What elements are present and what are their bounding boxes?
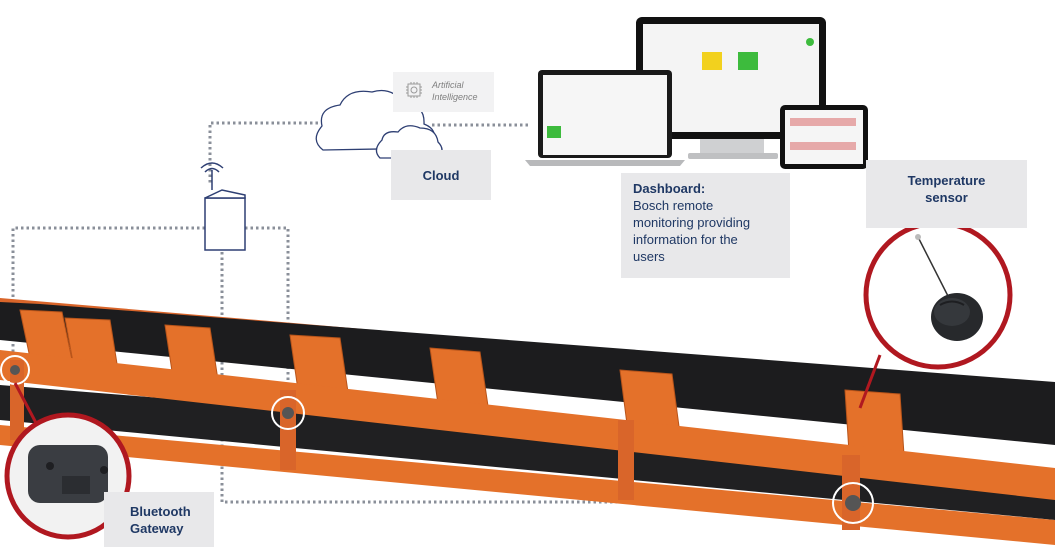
bluetooth-label: Bluetooth Gateway (104, 492, 214, 547)
link-cloud-to-gateway (208, 121, 318, 185)
conveyor (0, 298, 1055, 545)
ai-chip-icon (406, 82, 422, 98)
status-tile-green (738, 52, 758, 70)
sensor-marker-mid (271, 396, 305, 430)
ai-label: Artificial Intelligence (432, 79, 492, 103)
bluetooth-callout (4, 382, 132, 540)
dashboard-line-1: Bosch remote (633, 198, 714, 213)
imac-monitor (636, 17, 826, 159)
ai-panel (393, 72, 494, 112)
ai-label-line2: Intelligence (432, 92, 478, 102)
dashboard-line-2: monitoring providing (633, 215, 751, 230)
cloud-label-text: Cloud (422, 167, 460, 183)
top-belt (0, 302, 1055, 445)
status-tile-yellow (702, 52, 722, 70)
lower-rail (0, 425, 1055, 545)
bluetooth-label-line1: Bluetooth (130, 504, 191, 519)
ai-label-line1: Artificial (432, 80, 464, 90)
dashboard-title: Dashboard: (633, 181, 706, 196)
laptop (525, 70, 685, 166)
return-belt (0, 385, 1055, 520)
bluetooth-gateway-device (28, 445, 108, 503)
temperature-label-line2: sensor (925, 190, 968, 205)
temperature-sensor-puck (931, 293, 983, 341)
gateway-antenna-icon (200, 162, 246, 251)
temperature-label: Temperature sensor (866, 160, 1027, 228)
temperature-callout (858, 220, 1013, 409)
front-rail (0, 350, 1055, 500)
dashboard-line-3: information for the (633, 232, 738, 247)
link-gateway-to-mid-sensor (245, 226, 290, 400)
sensor-marker-right (832, 482, 874, 524)
temperature-label-line1: Temperature (907, 173, 986, 188)
dashboard-label: Dashboard: Bosch remote monitoring provi… (621, 173, 790, 278)
cloud-label: Cloud (391, 150, 491, 200)
bluetooth-label-line2: Gateway (130, 521, 184, 536)
dashboard-line-4: users (633, 249, 665, 264)
tablet (780, 105, 868, 169)
